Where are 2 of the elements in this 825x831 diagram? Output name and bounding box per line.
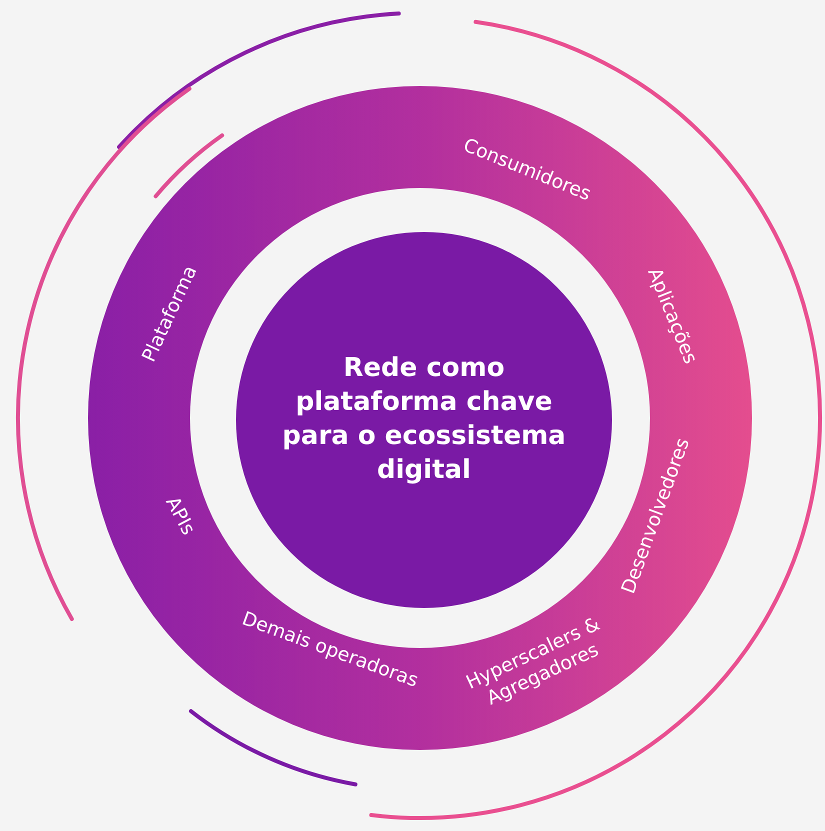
ring-label: APIs <box>160 493 200 539</box>
center-title: Rede como plataforma chave para o ecossistema digital <box>281 352 567 487</box>
